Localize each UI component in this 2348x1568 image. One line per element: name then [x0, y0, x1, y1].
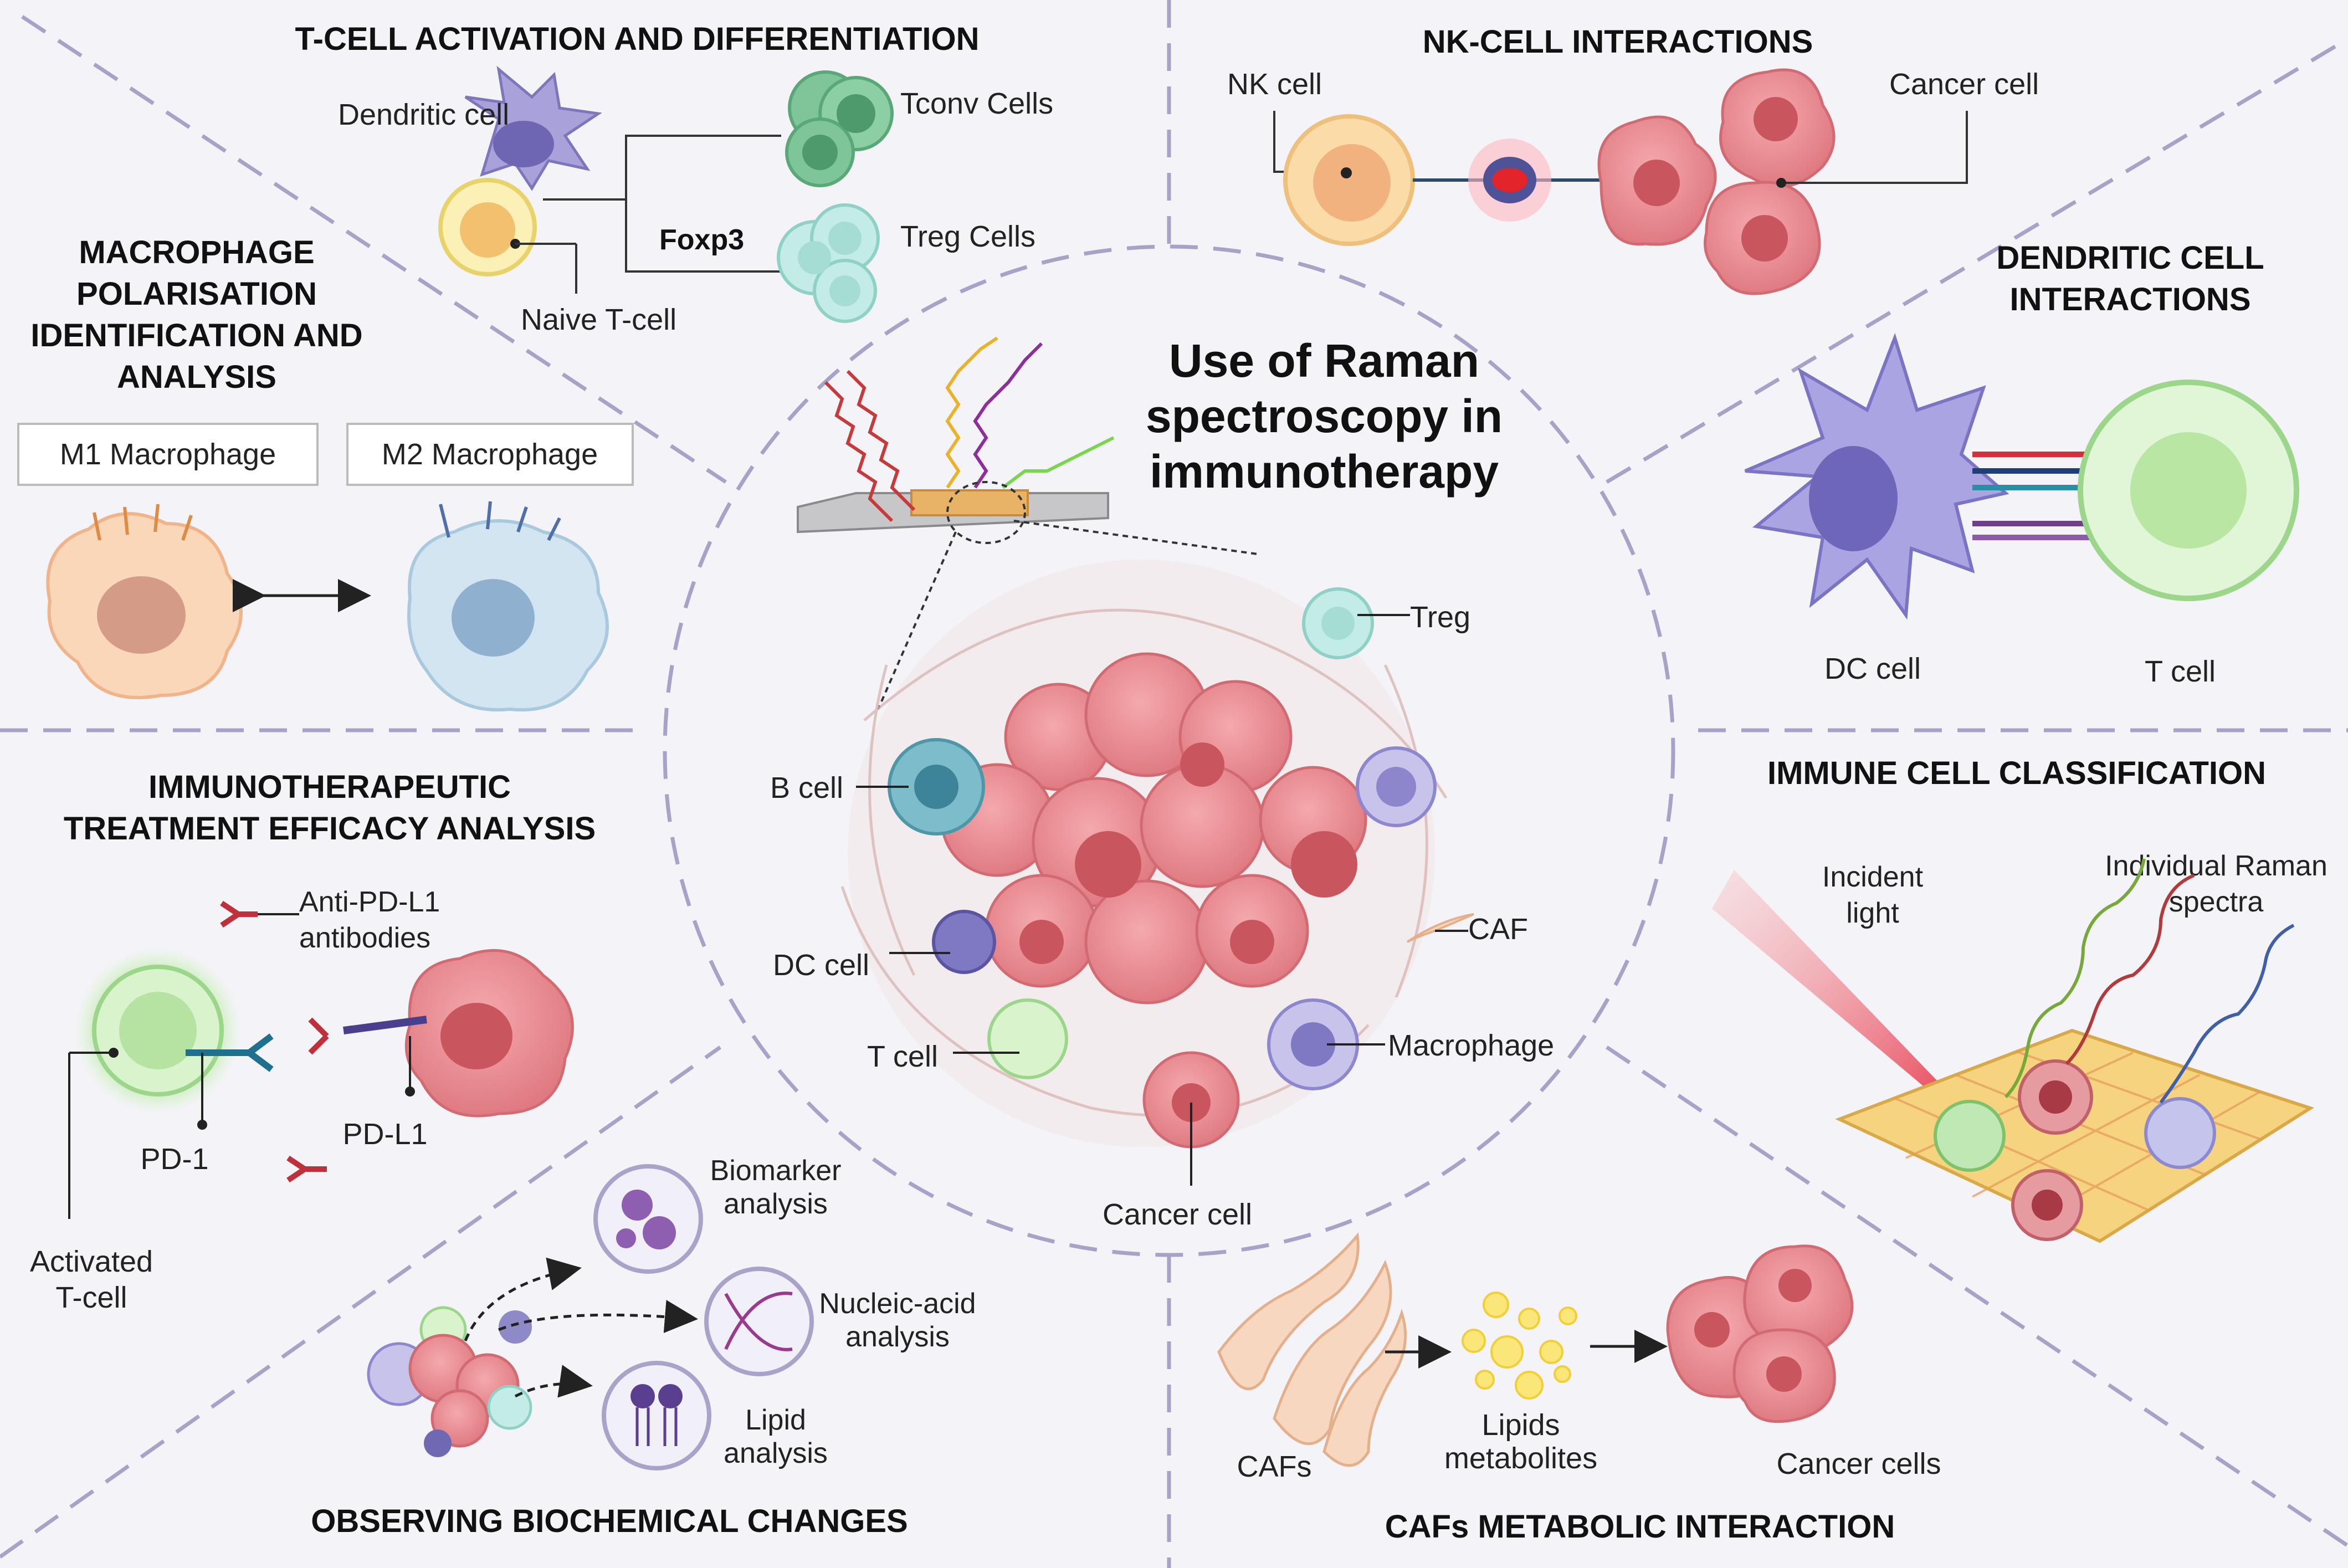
classification-panel: IMMUNE CELL CLASSIFICATION Incident ligh… [1712, 755, 2328, 1243]
nk-cancer-label: Cancer cell [1889, 68, 2039, 101]
biomarker-label-line1: Biomarker [710, 1155, 842, 1187]
dendritic-title-line2: INTERACTIONS [2010, 281, 2251, 317]
cafs-icon [1217, 1232, 1407, 1467]
tcell-activation-panel: T-CELL ACTIVATION AND DIFFERENTIATION De… [295, 21, 1053, 336]
nucleic-label-line1: Nucleic-acid [819, 1288, 976, 1320]
tconv-cells-icon [785, 70, 894, 187]
treg-center-label: Treg [1410, 601, 1470, 634]
incident-label-line1: Incident [1822, 861, 1924, 893]
macrophage-title-line3: IDENTIFICATION AND [30, 317, 362, 353]
macrophage-title-line1: MACROPHAGE [79, 234, 314, 270]
nk-cell-panel: NK-CELL INTERACTIONS NK cell Cancer cell [1227, 24, 2039, 295]
center-title-line1: Use of Raman [1169, 335, 1479, 387]
antibody-label-line1: Anti-PD-L1 [299, 886, 440, 918]
lipid-label-line1: Lipid [745, 1404, 806, 1436]
raman-slide-icon [797, 489, 1109, 534]
nk-cancer-cells-icon [1597, 68, 1836, 295]
macrophage-center-label: Macrophage [1388, 1029, 1554, 1062]
synapse-icon [1468, 139, 1551, 222]
lipid-label-line2: analysis [724, 1437, 828, 1469]
dendritic-cell-label: Dendritic cell [338, 98, 509, 131]
nk-title: NK-CELL INTERACTIONS [1423, 24, 1813, 60]
dendritic-panel: DENDRITIC CELL INTERACTIONS DC cell T ce… [1744, 240, 2299, 688]
nucleic-label-line2: analysis [845, 1321, 950, 1353]
free-antibody-icon [286, 1155, 327, 1183]
cafs-title: CAFs METABOLIC INTERACTION [1385, 1509, 1895, 1545]
lipids-label-line1: Lipids [1481, 1408, 1560, 1442]
nk-cell-label: NK cell [1227, 68, 1322, 101]
pd1-receptor-icon [186, 1033, 274, 1072]
antibody-label-line2: antibodies [299, 922, 430, 954]
cafs-cancer-label: Cancer cells [1776, 1447, 1941, 1480]
macrophage-title-line4: ANALYSIS [117, 359, 276, 395]
naive-tcell-label: Naive T-cell [521, 303, 676, 336]
tcell-icon [2078, 380, 2299, 601]
macrophage-title-line2: POLARISATION [76, 276, 317, 312]
dendritic-cell-icon [464, 65, 602, 191]
biomarker-label-line2: analysis [724, 1188, 828, 1220]
biochemical-title: OBSERVING BIOCHEMICAL CHANGES [311, 1503, 908, 1539]
cafs-panel: CAFs METABOLIC INTERACTION CAFs Lipids m… [1217, 1232, 1941, 1545]
tumor-microenvironment-icon [840, 560, 1474, 1149]
naive-tcell-icon [438, 178, 537, 276]
biochemical-panel: OBSERVING BIOCHEMICAL CHANGES Biomarker … [311, 1155, 976, 1539]
bcell-center-label: B cell [770, 771, 843, 805]
dc-cell-label: DC cell [1824, 652, 1921, 685]
classification-cells-icon [1934, 1059, 2216, 1241]
activated-tcell-icon [75, 947, 241, 1114]
lipid-droplets-icon [1462, 1292, 1577, 1400]
activated-label-line1: Activated [30, 1245, 153, 1278]
t-cell-label: T cell [2145, 655, 2216, 688]
lipids-label-line2: metabolites [1444, 1442, 1597, 1475]
tcell-center-label: T cell [867, 1040, 938, 1073]
activated-label-line2: T-cell [55, 1281, 127, 1314]
incident-label-line2: light [1846, 897, 1899, 929]
immuno-title-line2: TREATMENT EFFICACY ANALYSIS [64, 811, 596, 847]
m2-macrophage-icon [407, 501, 609, 712]
dc-center-label: DC cell [773, 949, 869, 982]
immuno-title-line1: IMMUNOTHERAPEUTIC [148, 769, 511, 805]
macrophage-panel: MACROPHAGE POLARISATION IDENTIFICATION A… [17, 234, 634, 712]
tumor-cluster-icon [367, 1306, 532, 1457]
dna-circle-icon [704, 1267, 814, 1376]
nk-cell-icon [1283, 114, 1415, 246]
pdl1-label: PD-L1 [342, 1118, 427, 1151]
treg-cells-icon [777, 203, 880, 323]
spectra-label-line2: spectra [2169, 886, 2264, 918]
raman-spectra-icon [2004, 858, 2295, 1104]
dendritic-title-line1: DENDRITIC CELL [1996, 240, 2264, 276]
tcell-activation-title: T-CELL ACTIVATION AND DIFFERENTIATION [295, 21, 979, 57]
raman-waves-icon [824, 336, 1115, 522]
pdl1-cancer-icon [308, 949, 574, 1118]
tconv-label: Tconv Cells [900, 87, 1053, 120]
cafs-label: CAFs [1237, 1450, 1312, 1483]
classification-title: IMMUNE CELL CLASSIFICATION [1767, 755, 2266, 791]
m1-macrophage-icon [46, 504, 243, 699]
m1-label: M1 Macrophage [60, 438, 276, 471]
foxp3-label: Foxp3 [659, 224, 744, 256]
treg-label: Treg Cells [900, 220, 1035, 253]
center-panel: Use of Raman spectroscopy in immunothera… [770, 335, 1554, 1231]
center-title-line3: immunotherapy [1150, 445, 1499, 498]
cancer-center-label: Cancer cell [1103, 1198, 1252, 1231]
center-title-line2: spectroscopy in [1146, 390, 1503, 442]
tcr-mhc-icon [1972, 452, 2094, 540]
antibody-icon [220, 900, 258, 928]
dc-interaction-icon [1744, 332, 2009, 620]
caf-center-label: CAF [1468, 913, 1528, 946]
m2-label: M2 Macrophage [382, 438, 598, 471]
biomarker-circle-icon [593, 1164, 703, 1274]
lipid-circle-icon [602, 1361, 711, 1470]
pd1-label: PD-1 [140, 1142, 208, 1176]
cafs-cancer-icon [1666, 1244, 1854, 1423]
immunotherapeutic-panel: IMMUNOTHERAPEUTIC TREATMENT EFFICACY ANA… [30, 769, 596, 1314]
